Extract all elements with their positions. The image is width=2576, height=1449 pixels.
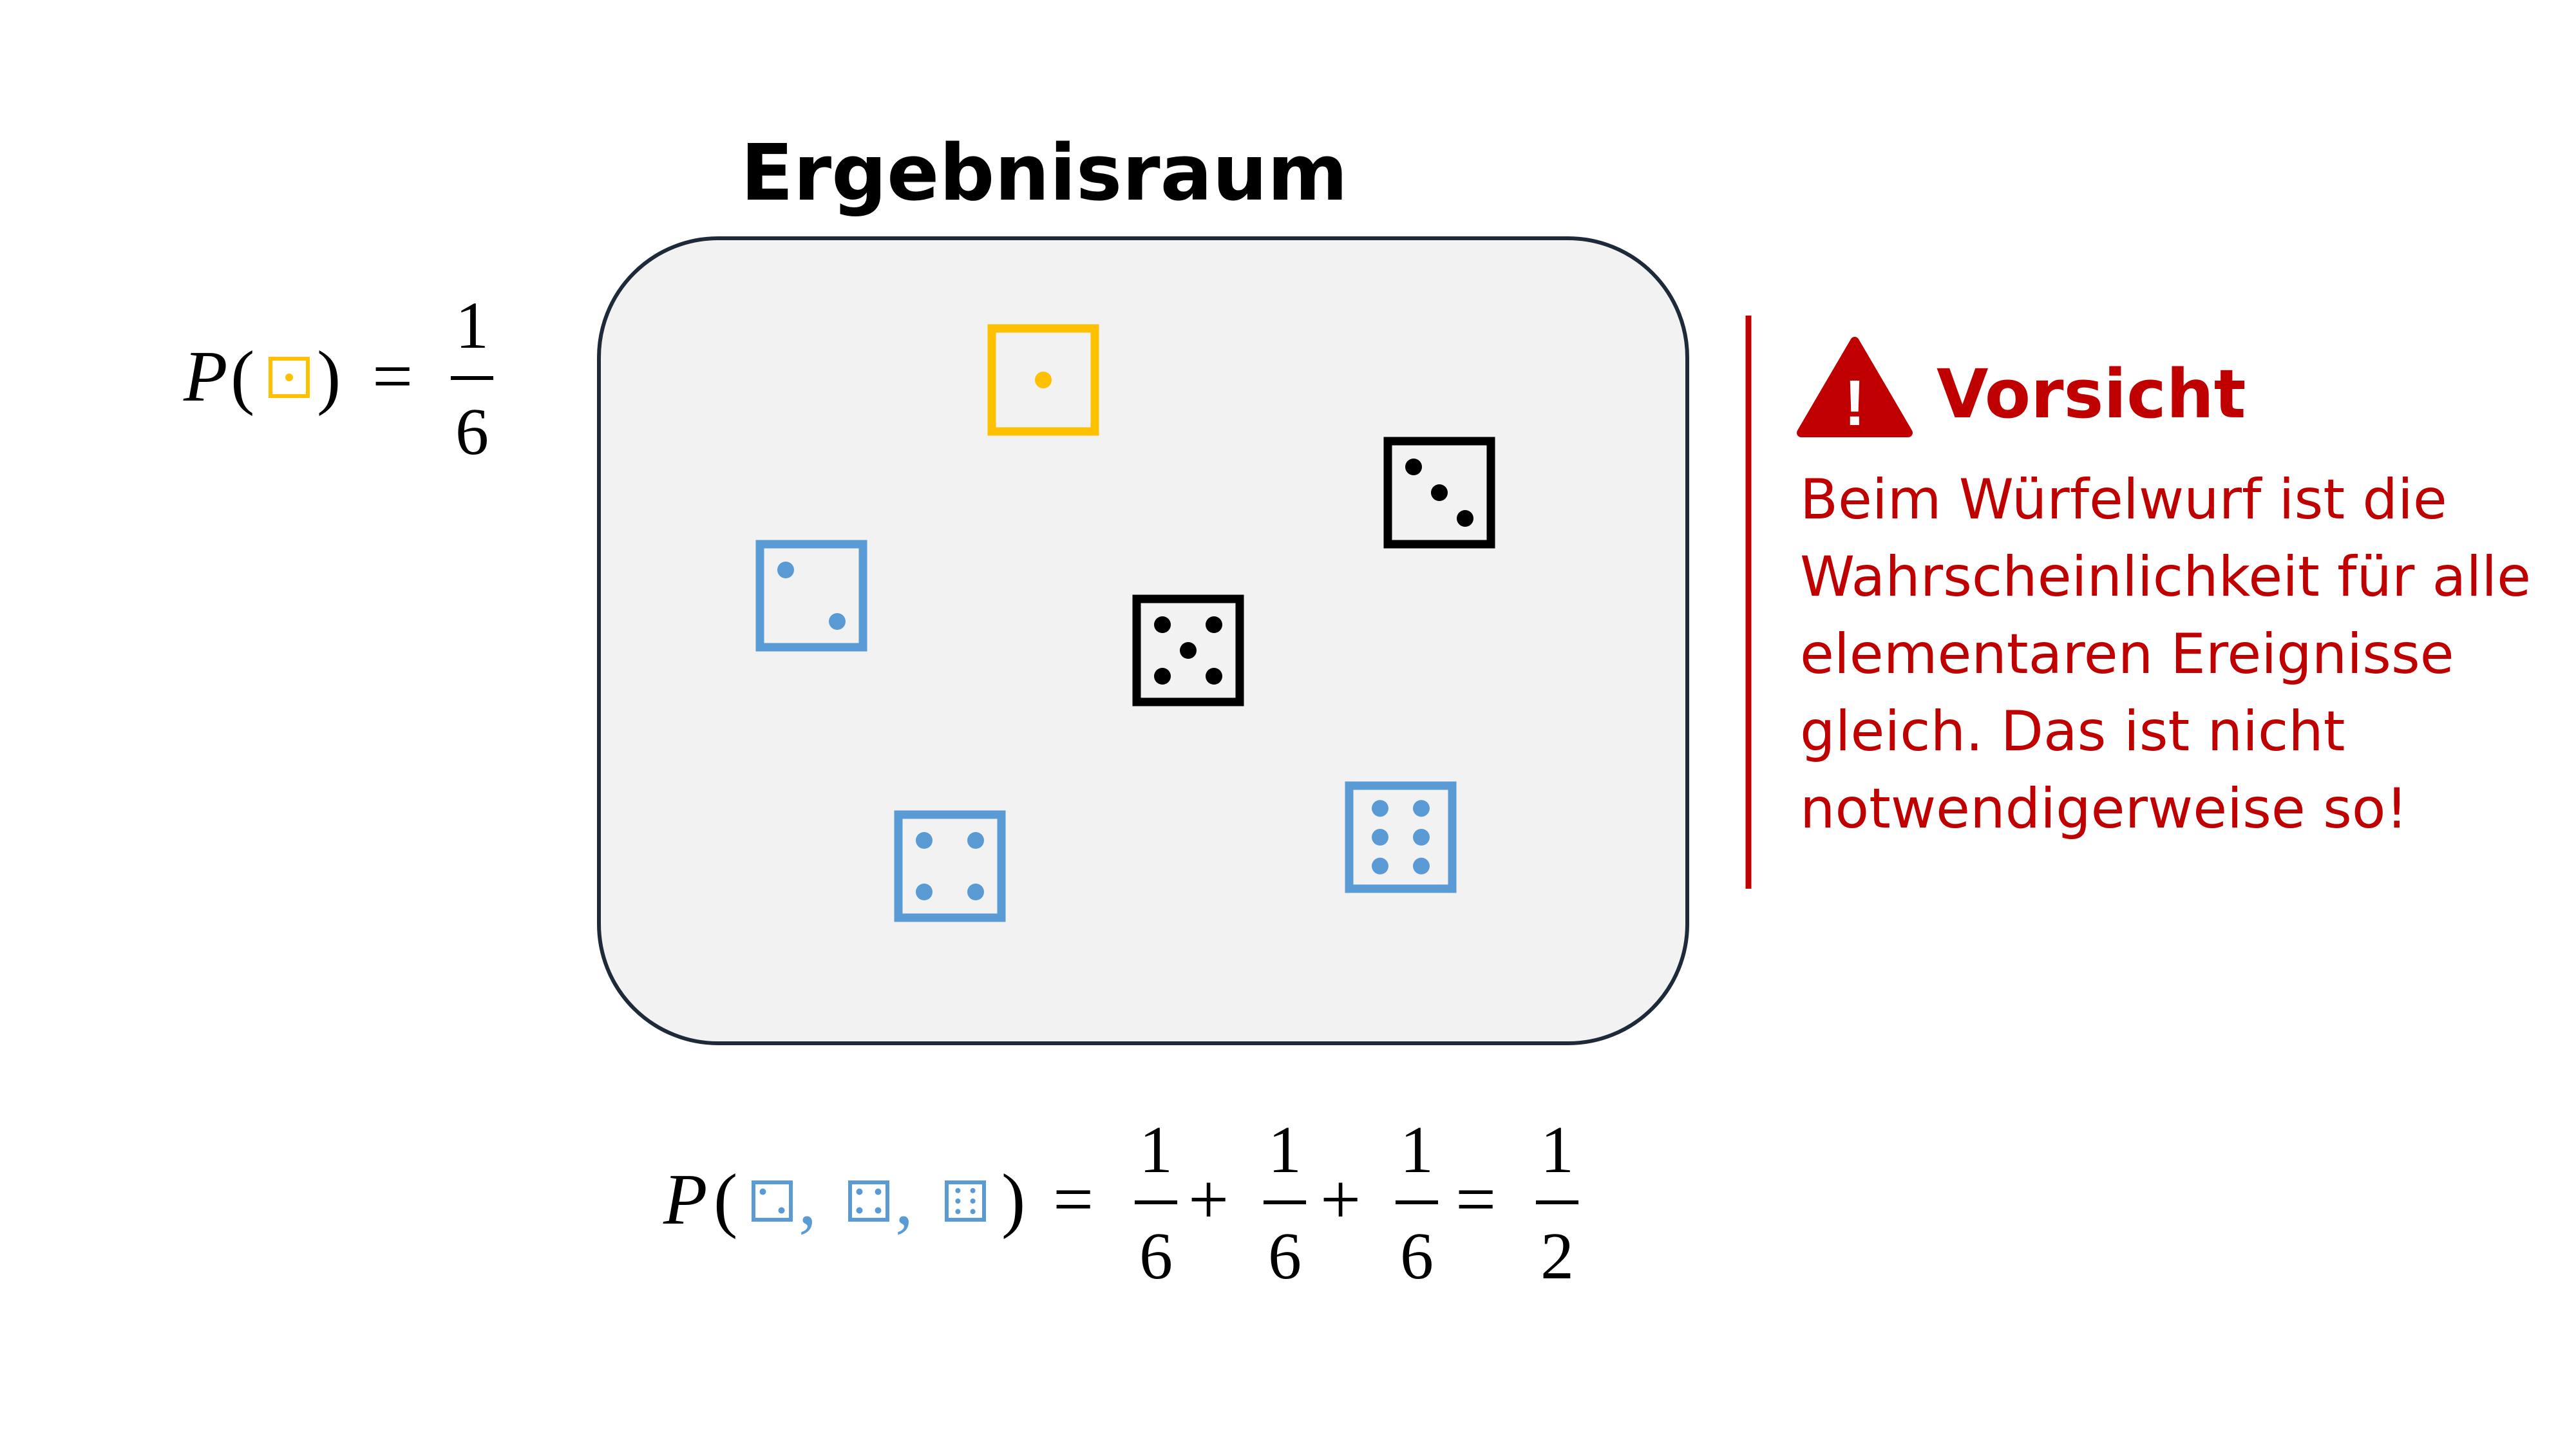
formula-sum: P ( , , ) = 1 6 + 1 6 + 1 6 = 1 2 <box>663 1113 1578 1293</box>
formula-sum-numerator-2: 1 <box>1268 1113 1302 1187</box>
formula-sum-numerator-1: 1 <box>1139 1113 1173 1187</box>
warning-line-5: notwendigerweise so! <box>1800 777 2408 841</box>
formula-sum-result-numerator: 1 <box>1540 1113 1574 1187</box>
inline-die-four-pip <box>856 1207 863 1214</box>
inline-die-six-pip <box>955 1188 961 1193</box>
inline-die-one-pip <box>285 374 293 381</box>
die-six-icon-pip <box>1413 800 1430 817</box>
die-two-icon-pip <box>829 613 846 630</box>
formula-sum-numerator-3: 1 <box>1400 1113 1434 1187</box>
inline-die-two-icon <box>752 1180 793 1222</box>
die-five-icon-pip <box>1154 616 1171 633</box>
formula-sum-comma-2: , <box>895 1160 913 1240</box>
dice-group <box>755 324 1495 922</box>
sample-space-title: Ergebnisraum <box>741 129 1348 218</box>
formula-single-close-paren: ) <box>317 337 341 417</box>
inline-die-four <box>848 1180 889 1222</box>
formula-single-p: P <box>183 337 227 417</box>
die-four-icon-pip <box>916 832 933 849</box>
formula-sum-open-paren: ( <box>714 1160 737 1240</box>
formula-sum-denominator-3: 6 <box>1400 1219 1434 1293</box>
inline-die-four-pip <box>875 1207 882 1214</box>
warning-title: Vorsicht <box>1937 355 2246 433</box>
die-three-icon <box>1383 437 1495 549</box>
formula-single-open-paren: ( <box>231 337 254 417</box>
die-six-icon <box>1345 781 1457 893</box>
inline-die-four-frame <box>848 1180 889 1222</box>
inline-die-one-frame <box>269 357 310 398</box>
inline-die-four-icon <box>848 1180 889 1222</box>
die-four-icon-pip <box>967 832 984 849</box>
inline-die-six-frame <box>945 1180 986 1222</box>
inline-die-six-pip <box>955 1209 961 1215</box>
inline-die-two <box>752 1180 793 1222</box>
die-three-icon-pip <box>1405 459 1422 475</box>
die-six-icon-pip <box>1413 829 1430 846</box>
formula-sum-denominator-2: 6 <box>1268 1219 1302 1293</box>
die-five-icon-pip <box>1180 642 1197 659</box>
formula-sum-comma-1: , <box>799 1160 817 1240</box>
die-five-icon-pip <box>1206 616 1222 633</box>
formula-single-equals: = <box>372 337 413 417</box>
warning-exclamation: ! <box>1844 367 1865 439</box>
inline-die-four-pip <box>875 1188 882 1195</box>
formula-sum-equals-1: = <box>1053 1160 1094 1240</box>
formula-single-denominator: 6 <box>455 395 489 469</box>
inline-die-two-frame <box>752 1180 793 1222</box>
die-two-icon-frame <box>755 540 867 652</box>
die-two-icon <box>755 540 867 652</box>
inline-die-six-pip <box>970 1209 976 1215</box>
warning-line-2: Wahrscheinlichkeit für alle <box>1800 545 2531 609</box>
die-three-icon-pip <box>1431 484 1448 501</box>
die-two-icon-pip <box>777 562 794 578</box>
die-four-icon-pip <box>916 884 933 900</box>
inline-die-two-pip <box>778 1207 785 1214</box>
die-six-icon-pip <box>1372 829 1388 846</box>
die-one-icon-pip <box>1035 372 1052 388</box>
inline-die-six-pip <box>970 1188 976 1193</box>
die-five-icon-pip <box>1206 668 1222 685</box>
formula-sum-plus-1: + <box>1188 1160 1229 1240</box>
die-six-icon-pip <box>1413 857 1430 875</box>
die-four-icon-pip <box>967 884 984 900</box>
die-five-icon <box>1132 594 1244 706</box>
formula-sum-plus-2: + <box>1320 1160 1361 1240</box>
warning-line-3: elementaren Ereignisse <box>1800 622 2454 687</box>
inline-die-two-pip <box>759 1188 766 1195</box>
formula-sum-denominator-1: 6 <box>1139 1219 1173 1293</box>
formula-sum-result-denominator: 2 <box>1540 1219 1574 1293</box>
inline-die-one-icon <box>269 357 310 398</box>
die-five-icon-frame <box>1132 594 1244 706</box>
warning-triangle-icon: ! <box>1797 337 1913 439</box>
die-six-icon-pip <box>1372 800 1388 817</box>
die-six-icon-pip <box>1372 857 1388 875</box>
inline-die-six <box>945 1180 986 1222</box>
inline-die-one <box>269 357 310 398</box>
warning-callout: ! Vorsicht Beim Würfelwurf ist die Wahrs… <box>1745 316 2531 889</box>
formula-sum-close-paren: ) <box>1001 1160 1025 1240</box>
die-one-icon-frame <box>987 324 1099 436</box>
inline-die-six-pip <box>970 1198 976 1204</box>
die-four-icon <box>894 810 1006 922</box>
die-three-icon-frame <box>1383 437 1495 549</box>
warning-line-4: gleich. Das ist nicht <box>1800 699 2345 764</box>
formula-single-numerator: 1 <box>455 289 489 363</box>
formula-single: P ( ) = 1 6 <box>183 289 493 469</box>
formula-sum-equals-2: = <box>1455 1160 1496 1240</box>
die-five-icon-pip <box>1154 668 1171 685</box>
die-three-icon-pip <box>1457 510 1473 527</box>
inline-die-four-pip <box>856 1188 863 1195</box>
die-four-icon-frame <box>894 810 1006 922</box>
formula-sum-p: P <box>663 1160 707 1240</box>
inline-die-six-pip <box>955 1198 961 1204</box>
die-one-icon <box>987 324 1099 436</box>
warning-line-1: Beim Würfelwurf ist die <box>1800 468 2447 532</box>
inline-die-six-icon <box>945 1180 986 1222</box>
die-six-icon-frame <box>1345 781 1457 893</box>
